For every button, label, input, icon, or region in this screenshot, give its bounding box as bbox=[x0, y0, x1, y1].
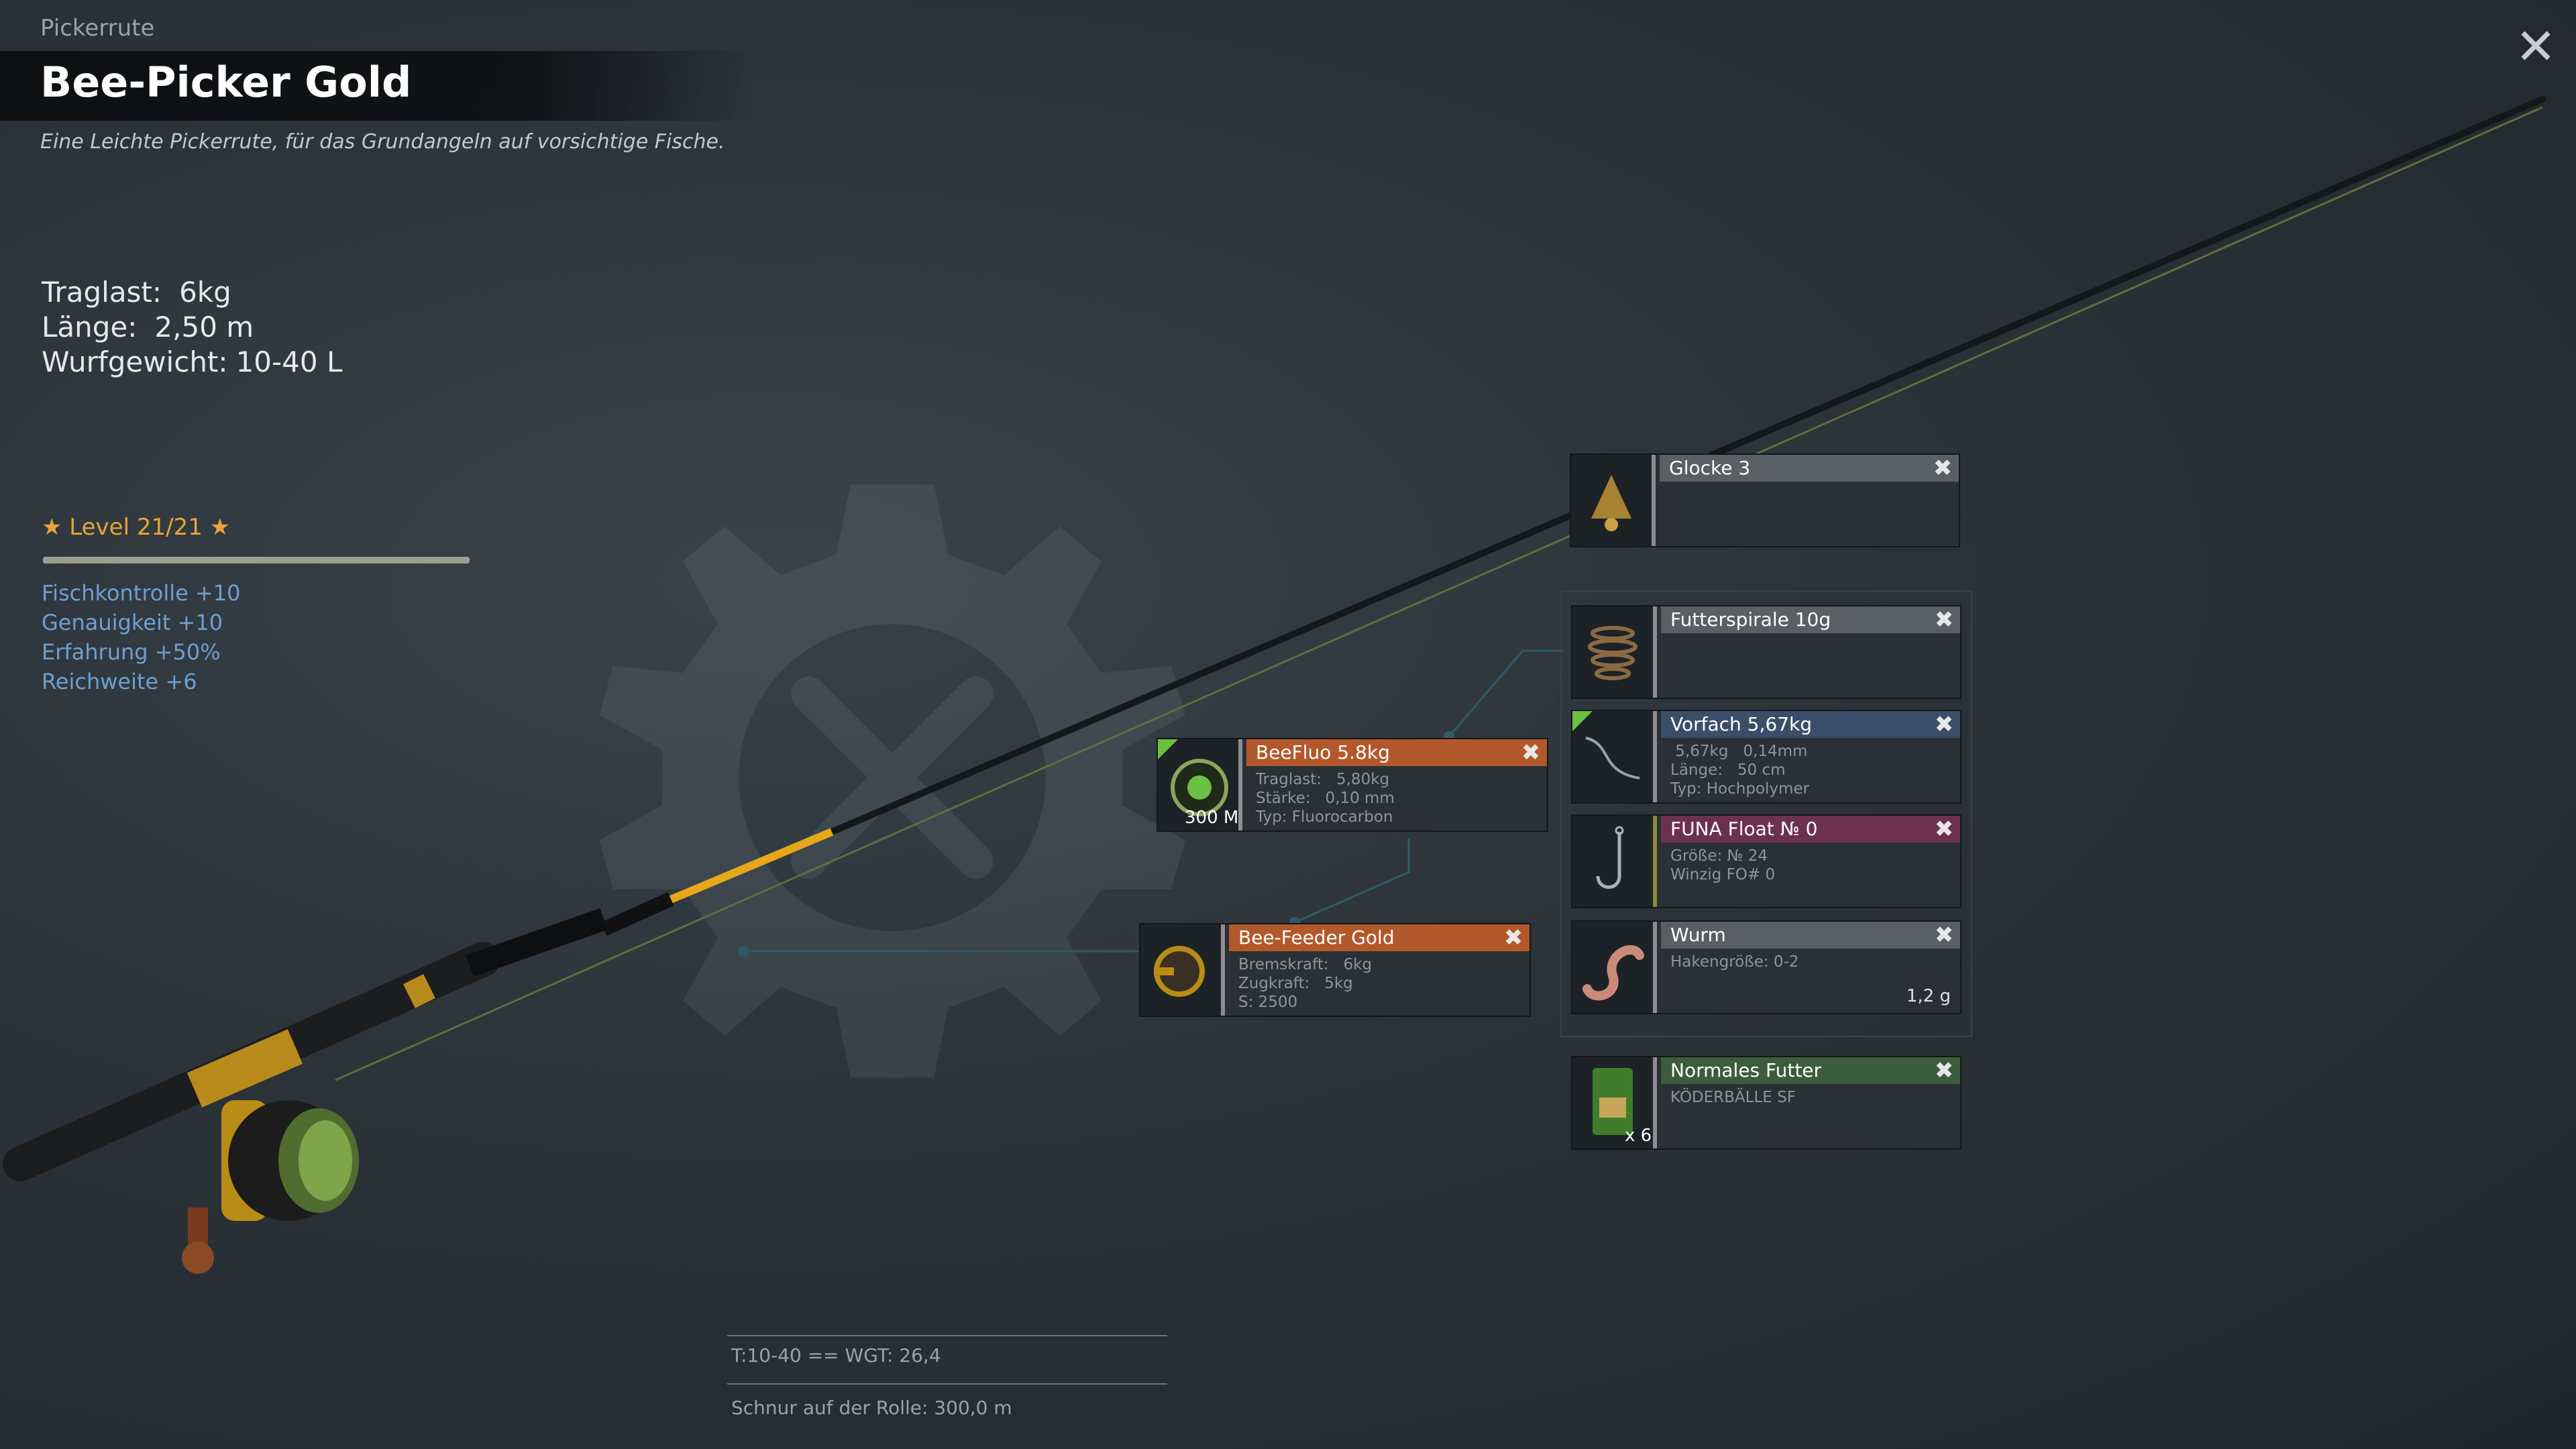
groundbait-quantity: x 6 bbox=[1625, 1126, 1652, 1146]
feeder-spiral-icon bbox=[1572, 606, 1657, 698]
line-title: BeeFluo 5.8kg bbox=[1246, 739, 1547, 766]
terminal-tackle-group bbox=[1560, 590, 1972, 1037]
item-description: Eine Leichte Pickerrute, für das Grundan… bbox=[40, 130, 725, 154]
reel-details: Bremskraft: 6kg Zugkraft: 5kg S: 2500 bbox=[1238, 956, 1373, 1011]
bell-slot[interactable]: Glocke 3 ✖ bbox=[1570, 453, 1960, 547]
remove-line-button[interactable]: ✖ bbox=[1521, 739, 1541, 766]
bonus-item: Fischkontrolle +10 bbox=[42, 580, 241, 606]
feeder-title: Futterspirale 10g bbox=[1661, 606, 1960, 633]
line-quantity: 300 M bbox=[1185, 808, 1239, 828]
hook-title: FUNA Float № 0 bbox=[1661, 816, 1960, 843]
footer-divider-bottom bbox=[727, 1383, 1167, 1385]
hook-icon bbox=[1572, 816, 1657, 907]
remove-groundbait-button[interactable]: ✖ bbox=[1934, 1057, 1954, 1084]
bonus-item: Genauigkeit +10 bbox=[42, 610, 223, 635]
groundbait-title: Normales Futter bbox=[1661, 1057, 1960, 1084]
leader-title: Vorfach 5,67kg bbox=[1661, 711, 1960, 738]
stat-length: Länge:2,50 m bbox=[42, 311, 254, 343]
stat-casting-weight: Wurfgewicht:10-40 L bbox=[42, 345, 343, 378]
level-label: ★ Level 21/21 ★ bbox=[42, 514, 231, 541]
hook-slot[interactable]: FUNA Float № 0 ✖ Größe: № 24 Winzig FO# … bbox=[1571, 814, 1962, 908]
line-on-reel: Schnur auf der Rolle: 300,0 m bbox=[731, 1397, 1012, 1419]
groundbait-slot[interactable]: x 6 Normales Futter ✖ KÖDERBÄLLE SF bbox=[1571, 1056, 1962, 1150]
rod-stats: Traglast:6kg Länge:2,50 m Wurfgewicht:10… bbox=[42, 275, 342, 380]
bonus-item: Erfahrung +50% bbox=[42, 639, 221, 665]
close-button[interactable]: ✕ bbox=[2514, 18, 2557, 76]
upgrade-marker-icon bbox=[1572, 711, 1593, 731]
worm-icon bbox=[1572, 922, 1657, 1013]
tackle-weight-summary: T:10-40 == WGT: 26,4 bbox=[731, 1344, 941, 1366]
level-progress-bar bbox=[43, 557, 470, 564]
reel-icon bbox=[1140, 924, 1225, 1016]
feeder-slot[interactable]: Futterspirale 10g ✖ bbox=[1571, 605, 1962, 699]
remove-reel-button[interactable]: ✖ bbox=[1503, 924, 1523, 951]
groundbait-details: KÖDERBÄLLE SF bbox=[1670, 1089, 1796, 1106]
bait-weight: 1,2 g bbox=[1906, 986, 1951, 1006]
reel-slot[interactable]: Bee-Feeder Gold ✖ Bremskraft: 6kg Zugkra… bbox=[1139, 923, 1531, 1017]
leader-slot[interactable]: Vorfach 5,67kg ✖ 5,67kg 0,14mm Länge: 50… bbox=[1571, 710, 1962, 804]
line-slot[interactable]: 300 M BeeFluo 5.8kg ✖ Traglast: 5,80kg S… bbox=[1157, 738, 1548, 832]
level-progress-fill bbox=[43, 557, 470, 564]
item-title: Bee-Picker Gold bbox=[40, 58, 412, 107]
bell-title: Glocke 3 bbox=[1660, 455, 1959, 482]
bait-slot[interactable]: Wurm ✖ Hakengröße: 0-2 1,2 g bbox=[1571, 920, 1962, 1014]
hook-details: Größe: № 24 Winzig FO# 0 bbox=[1670, 847, 1776, 883]
remove-leader-button[interactable]: ✖ bbox=[1934, 711, 1954, 738]
remove-bait-button[interactable]: ✖ bbox=[1934, 922, 1954, 949]
bonus-list: Fischkontrolle +10 Genauigkeit +10 Erfah… bbox=[42, 578, 241, 696]
gear-emblem-icon bbox=[599, 484, 1185, 1078]
leader-details: 5,67kg 0,14mm Länge: 50 cm Typ: Hochpoly… bbox=[1670, 743, 1810, 798]
upgrade-marker-icon bbox=[1158, 739, 1178, 759]
remove-feeder-button[interactable]: ✖ bbox=[1934, 606, 1954, 633]
groundbait-bag-icon bbox=[1572, 1057, 1657, 1148]
footer-divider-top bbox=[727, 1335, 1167, 1336]
bait-title: Wurm bbox=[1661, 922, 1960, 949]
reel-title: Bee-Feeder Gold bbox=[1229, 924, 1529, 951]
remove-hook-button[interactable]: ✖ bbox=[1934, 816, 1954, 843]
bait-details: Hakengröße: 0-2 bbox=[1670, 953, 1799, 971]
item-category: Pickerrute bbox=[40, 15, 155, 42]
stat-load: Traglast:6kg bbox=[42, 276, 231, 309]
line-details: Traglast: 5,80kg Stärke: 0,10 mm Typ: Fl… bbox=[1256, 771, 1395, 826]
bell-icon bbox=[1571, 455, 1656, 546]
remove-bell-button[interactable]: ✖ bbox=[1933, 455, 1953, 482]
bonus-item: Reichweite +6 bbox=[42, 669, 197, 694]
